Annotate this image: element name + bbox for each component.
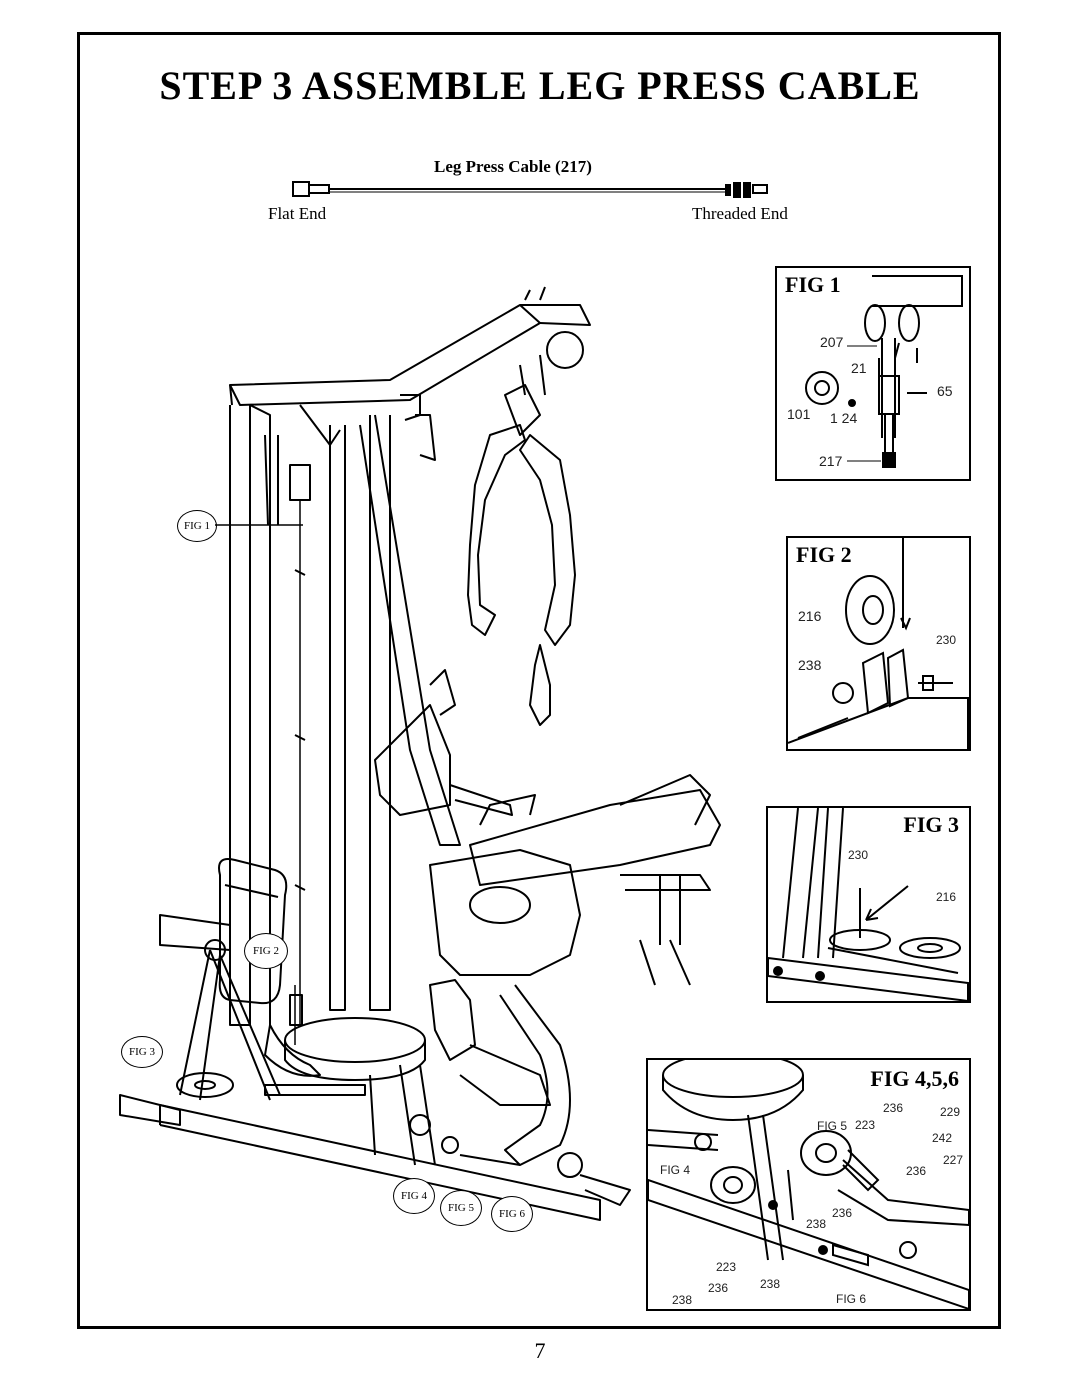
fig2-part-230: 230	[936, 633, 957, 647]
fig1-part-65: 65	[937, 383, 953, 399]
callout-fig4: FIG 4	[393, 1178, 435, 1214]
fig456-panel: FIG 4,5,6 FIG 5 FIG 4 FIG 6 236 229 223 …	[646, 1058, 971, 1311]
fig456-part-238-mid: 238	[806, 1217, 827, 1231]
fig456-label-fig5: FIG 5	[817, 1119, 848, 1133]
fig456-part-223-top: 223	[855, 1118, 876, 1132]
callout-fig2: FIG 2	[244, 933, 288, 969]
fig2-drawing	[788, 538, 969, 749]
fig2-part-216: 216	[798, 608, 822, 624]
callout-fig5: FIG 5	[440, 1190, 482, 1226]
fig3-part-216: 216	[936, 890, 957, 904]
fig1-part-101: 101	[787, 406, 811, 422]
fig456-part-236-mid: 236	[906, 1164, 927, 1178]
cable-threaded-end-label: Threaded End	[692, 204, 788, 223]
cable-title: Leg Press Cable (217)	[434, 157, 592, 176]
fig456-part-242: 242	[932, 1131, 953, 1145]
fig1-title: FIG 1	[785, 272, 841, 297]
callout-fig1-leader	[215, 524, 303, 526]
callout-fig6: FIG 6	[491, 1196, 533, 1232]
fig456-part-238-left: 238	[672, 1293, 693, 1307]
fig3-panel: FIG 3 230 216	[766, 806, 971, 1003]
fig1-part-21: 21	[851, 360, 867, 376]
home-gym-machine-drawing	[119, 286, 721, 1221]
fig2-title: FIG 2	[796, 542, 852, 567]
callout-fig1: FIG 1	[177, 510, 217, 542]
fig2-part-238: 238	[798, 657, 822, 673]
fig456-drawing	[648, 1060, 969, 1309]
fig456-title: FIG 4,5,6	[870, 1066, 959, 1091]
callout-fig3: FIG 3	[121, 1036, 163, 1068]
fig3-title: FIG 3	[903, 812, 959, 837]
fig456-part-236-bottom: 236	[708, 1281, 729, 1295]
page-border	[77, 32, 1001, 1329]
fig3-drawing	[768, 808, 969, 1001]
leg-press-cable-illustration	[292, 181, 768, 198]
fig456-part-236-right: 236	[832, 1206, 853, 1220]
fig456-label-fig4: FIG 4	[660, 1163, 691, 1177]
fig456-part-236-top: 236	[883, 1101, 904, 1115]
fig456-part-223-bottom: 223	[716, 1260, 737, 1274]
fig456-label-fig6: FIG 6	[836, 1292, 867, 1306]
fig2-panel: FIG 2 216 230 238	[786, 536, 971, 751]
fig1-part-217: 217	[819, 453, 843, 469]
fig456-part-238-bottom: 238	[760, 1277, 781, 1291]
page-number: 7	[534, 1338, 546, 1363]
fig3-part-230: 230	[848, 848, 869, 862]
fig456-part-229: 229	[940, 1105, 961, 1119]
fig456-part-227: 227	[943, 1153, 964, 1167]
fig1-drawing	[805, 275, 963, 468]
fig1-part-207: 207	[820, 334, 844, 350]
fig1-part-124: 1 24	[830, 410, 858, 426]
page-title: STEP 3 ASSEMBLE LEG PRESS CABLE	[159, 63, 921, 108]
cable-flat-end-label: Flat End	[268, 204, 327, 223]
fig1-panel: FIG 1 207 21 65 101 1 24 217	[775, 266, 971, 481]
